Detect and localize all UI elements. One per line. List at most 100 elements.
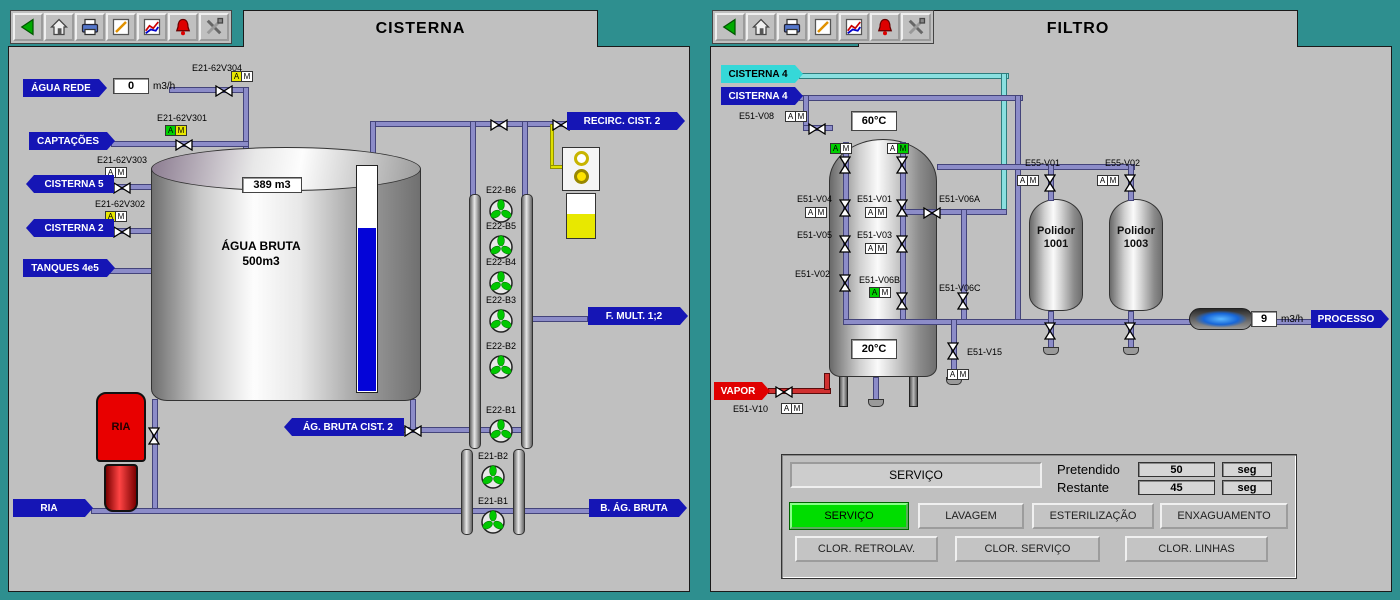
valve-e55-v02[interactable] — [1125, 174, 1137, 192]
toolbar-trend-button[interactable] — [839, 13, 869, 41]
flag-b-ag-bruta[interactable]: B. ÁG. BRUTA — [589, 499, 687, 517]
riser-b-top-valve[interactable] — [897, 156, 909, 174]
valve-e21-62v303[interactable] — [113, 181, 131, 193]
valve-e21-62v301[interactable] — [175, 138, 193, 150]
back-icon — [18, 17, 38, 37]
recirc-valve[interactable] — [490, 118, 508, 130]
flag-vapor[interactable]: VAPOR — [714, 382, 770, 400]
page-title-cisterna: CISTERNA — [243, 10, 598, 47]
valve-e51-v05[interactable] — [840, 235, 852, 253]
pump-tag: E22-B4 — [485, 257, 517, 267]
alarm-icon — [173, 17, 193, 37]
toolbar-back-button[interactable] — [13, 13, 43, 41]
toolbar-back-button[interactable] — [715, 13, 745, 41]
valve-e51-v01[interactable] — [897, 199, 909, 217]
valve-e21-62v304[interactable] — [215, 84, 233, 96]
flag-recirc-cist-2[interactable]: RECIRC. CIST. 2 — [567, 112, 685, 130]
pump-e21-b1[interactable] — [480, 509, 506, 535]
toolbar-tools-button[interactable] — [901, 13, 931, 41]
valve-e21-62v302[interactable] — [113, 225, 131, 237]
toolbar-draw-button[interactable] — [808, 13, 838, 41]
button-lavagem[interactable]: LAVAGEM — [918, 503, 1024, 529]
valve-e51-v06a[interactable] — [923, 206, 941, 218]
pipe — [527, 316, 588, 322]
pump-manifold — [521, 194, 533, 449]
flag-cisterna-2[interactable]: CISTERNA 2 — [26, 219, 114, 237]
ria-pump[interactable] — [104, 464, 138, 512]
pump-e21-b2[interactable] — [480, 464, 506, 490]
toolbar-trend-button[interactable] — [137, 13, 167, 41]
cisterna-tank[interactable] — [151, 169, 421, 401]
toolbar-home-button[interactable] — [746, 13, 776, 41]
valve-e51-v08[interactable] — [808, 122, 826, 134]
ria-tank[interactable]: RIA — [96, 392, 146, 462]
flag-tanques-4e5[interactable]: TANQUES 4e5 — [23, 259, 115, 277]
ag-bruta-valve[interactable] — [404, 424, 422, 436]
button-enxaguamento[interactable]: ENXAGUAMENTO — [1160, 503, 1288, 529]
flag-captacoes[interactable]: CAPTAÇÕES — [29, 132, 115, 150]
valve-e51-v06c[interactable] — [958, 292, 970, 310]
pipe — [109, 268, 157, 274]
toolbar-draw-button[interactable] — [106, 13, 136, 41]
flag-f-mult-12[interactable]: F. MULT. 1;2 — [588, 307, 688, 325]
flag-ria[interactable]: RIA — [13, 499, 93, 517]
button-clor-servico[interactable]: CLOR. SERVIÇO — [955, 536, 1100, 562]
riser-a-top-valve[interactable] — [840, 156, 852, 174]
pump-e22-b2[interactable] — [488, 354, 514, 380]
toolbar-print-button[interactable] — [75, 13, 105, 41]
flag-cisterna-5[interactable]: CISTERNA 5 — [26, 175, 114, 193]
button-clor-linhas[interactable]: CLOR. LINHAS — [1125, 536, 1268, 562]
flag-agua-rede[interactable]: ÁGUA REDE — [23, 79, 107, 97]
valve-e51-v15[interactable] — [948, 342, 960, 360]
button-clor-retrolav[interactable]: CLOR. RETROLAV. — [795, 536, 938, 562]
pump-tag: E22-B6 — [485, 185, 517, 195]
flag-cisterna-4-blue[interactable]: CISTERNA 4 — [721, 87, 803, 105]
pump-e22-b1[interactable] — [488, 418, 514, 444]
valve-e51-v06b[interactable] — [897, 292, 909, 310]
valve-e51-v10[interactable] — [775, 385, 793, 397]
flag-cisterna-4-cyan[interactable]: CISTERNA 4 — [721, 65, 803, 83]
tank-capacity: 500m3 — [242, 254, 280, 268]
ria-valve[interactable] — [149, 427, 161, 445]
pump-e22-b3[interactable] — [488, 308, 514, 334]
button-esterilizacao[interactable]: ESTERILIZAÇÃO — [1032, 503, 1154, 529]
valve-e51-v02[interactable] — [840, 274, 852, 292]
trend-icon — [142, 17, 162, 37]
toolbar-home-button[interactable] — [44, 13, 74, 41]
toolbar-tools-button[interactable] — [199, 13, 229, 41]
valve-e51-v03[interactable] — [897, 235, 909, 253]
flow-meter — [1189, 308, 1253, 330]
toolbar-print-button[interactable] — [777, 13, 807, 41]
polidor-1003-drain-valve[interactable] — [1125, 322, 1137, 340]
flag-processo[interactable]: PROCESSO — [1311, 310, 1389, 328]
toolbar-alarm-button[interactable] — [870, 13, 900, 41]
valve-e51-v04[interactable] — [840, 199, 852, 217]
button-servico[interactable]: SERVIÇO — [789, 502, 909, 530]
flag-ag-bruta-cist-2[interactable]: ÁG. BRUTA CIST. 2 — [284, 418, 404, 436]
pump-e22-b4[interactable] — [488, 270, 514, 296]
toolbar-alarm-button[interactable] — [168, 13, 198, 41]
pipe — [1015, 95, 1021, 323]
polidor-1001-vessel[interactable] — [1029, 199, 1083, 311]
pipe — [370, 121, 567, 127]
polidor-1003-vessel[interactable] — [1109, 199, 1163, 311]
valve-e55-v01[interactable] — [1045, 174, 1057, 192]
valve-tag: E21-62V303 — [97, 155, 148, 165]
pump-tag: E22-B1 — [485, 405, 517, 415]
polidor-1001-drain-valve[interactable] — [1045, 322, 1057, 340]
